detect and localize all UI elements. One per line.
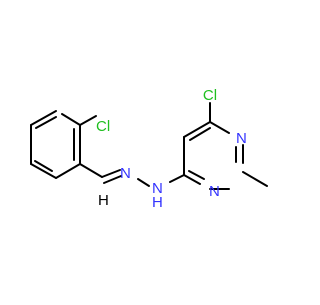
- structure-svg: Cl Cl N N N N H H: [30, 87, 268, 211]
- atom-labels: Cl Cl N N N N H H: [96, 87, 247, 211]
- bond: [79, 115, 97, 126]
- bond: [188, 170, 205, 180]
- bond: [103, 175, 122, 184]
- bond: [242, 171, 268, 187]
- bond: [137, 178, 150, 187]
- hydrogen-atom-label: H: [152, 194, 163, 211]
- bond: [30, 163, 57, 179]
- bond: [35, 116, 57, 129]
- nitrogen-atom-label: N: [236, 130, 247, 147]
- bond: [183, 174, 201, 185]
- bond: [34, 160, 53, 172]
- nitrogen-atom-label: N: [120, 165, 131, 182]
- bond: [79, 163, 103, 178]
- bond: [209, 121, 230, 134]
- bond: [169, 174, 185, 183]
- chlorine-atom-label: Cl: [96, 118, 110, 135]
- molecule-drawing: Cl Cl N N N N H H: [30, 87, 268, 211]
- nitrogen-atom-label: N: [209, 183, 220, 200]
- bond: [189, 127, 211, 141]
- bond: [183, 121, 211, 138]
- chlorine-atom-label: Cl: [203, 87, 217, 104]
- hydrogen-atom-label: H: [98, 192, 109, 209]
- bond: [101, 169, 121, 178]
- bond: [30, 110, 57, 126]
- bond: [55, 163, 81, 179]
- bonds: [30, 102, 268, 190]
- nitrogen-atom-label: N: [152, 180, 163, 197]
- bond: [61, 113, 81, 126]
